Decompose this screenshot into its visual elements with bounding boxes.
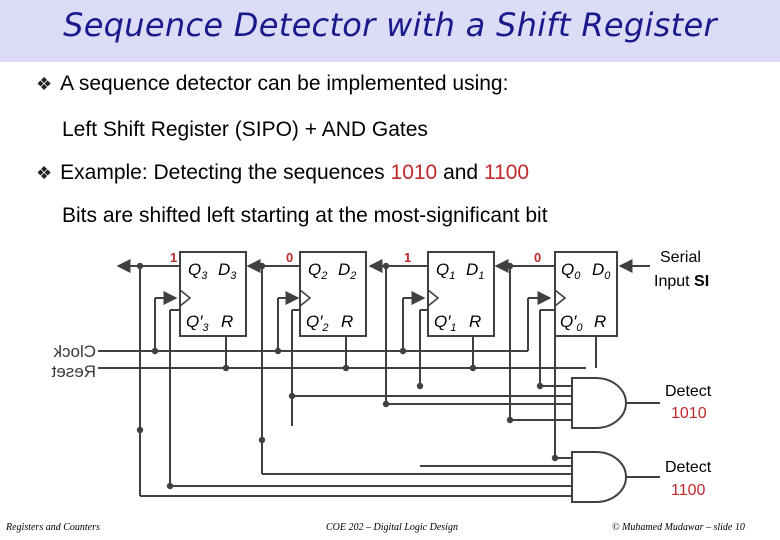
footer-left: Registers and Counters — [6, 522, 100, 533]
and-gate-1100 — [571, 451, 627, 503]
sequence-1100: 1100 — [483, 161, 530, 184]
reset-label: Reset — [51, 362, 96, 381]
ff1-r-label: R — [469, 312, 481, 331]
wire-junctions — [136, 262, 559, 490]
detect-1010-label: Detect — [665, 383, 712, 400]
and-gate-1010 — [571, 377, 627, 429]
footer-center: COE 202 – Digital Logic Design — [326, 522, 458, 533]
detect-1100-value: 1100 — [671, 482, 706, 499]
bullet-1-sub: Left Shift Register (SIPO) + AND Gates — [62, 118, 428, 141]
detect-1010-value: 1010 — [671, 405, 707, 422]
title-bar — [0, 0, 780, 62]
flipflop-3: Q3 D3 Q′3 R — [179, 251, 247, 337]
bit-value-q2: 0 — [286, 250, 293, 265]
bullet-1-text: A sequence detector can be implemented u… — [60, 72, 509, 95]
detect-1100-label: Detect — [665, 459, 712, 476]
diamond-bullet-icon: ❖ — [36, 74, 53, 94]
flipflop-2: Q2 D2 Q′2 R — [299, 251, 367, 337]
ff2-r-label: R — [341, 312, 353, 331]
bullet-2-prefix: Example: Detecting the sequences — [60, 161, 391, 184]
bullet-2-sub: Bits are shifted left starting at the mo… — [62, 204, 548, 227]
ff3-r-label: R — [221, 312, 233, 331]
diamond-bullet-icon: ❖ — [36, 163, 53, 183]
sequence-1010: 1010 — [390, 161, 438, 184]
flipflop-1: Q1 D1 Q′1 R — [427, 251, 495, 337]
slide-title: Sequence Detector with a Shift Register — [63, 6, 717, 44]
bullet-1: ❖ A sequence detector can be implemented … — [36, 72, 508, 96]
ff0-r-label: R — [594, 312, 606, 331]
flipflop-0: Q0 D0 Q′0 R — [554, 251, 618, 337]
wires — [98, 259, 660, 497]
bit-value-q0: 0 — [534, 250, 541, 265]
footer-right: © Muhamed Mudawar – slide 10 — [612, 522, 745, 533]
serial-input-si: SI — [694, 273, 709, 290]
bit-value-q1: 1 — [404, 250, 411, 265]
bullet-2: ❖ Example: Detecting the sequences 1010 a… — [36, 161, 529, 185]
serial-input-text: Input — [654, 273, 694, 290]
mirrored-labels: Clock Reset — [51, 342, 96, 381]
bit-value-q3: 1 — [170, 250, 177, 265]
serial-input-line1: Serial — [660, 249, 701, 266]
clock-label: Clock — [53, 342, 96, 361]
serial-input-line2: Input SI — [654, 273, 709, 290]
bullet-2-and: and — [437, 161, 484, 184]
